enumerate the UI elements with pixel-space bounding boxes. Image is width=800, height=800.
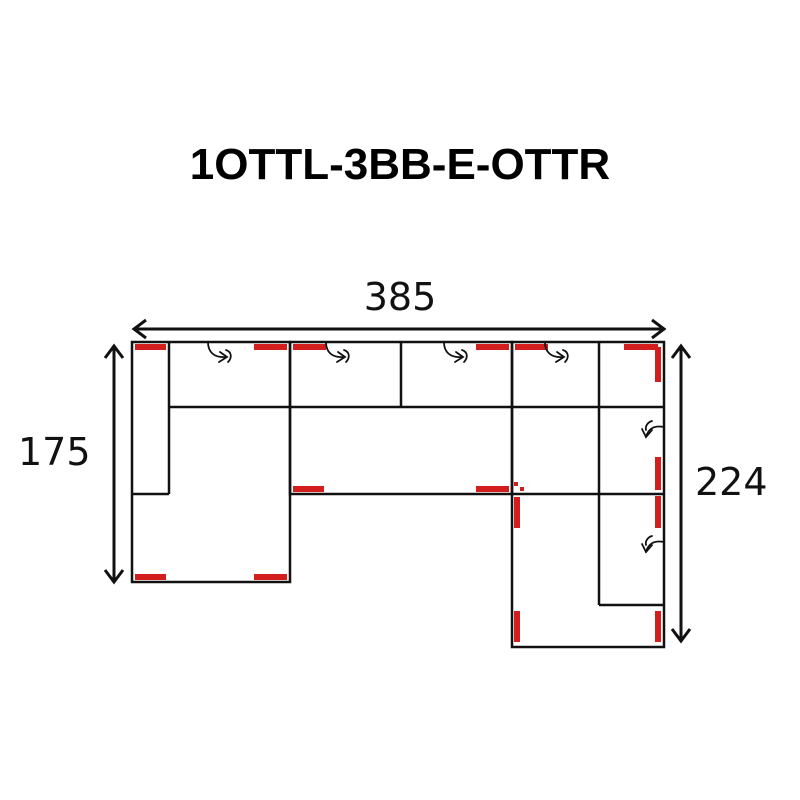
rotation-arrow-icon [641, 420, 665, 439]
sofa-outline [130, 340, 666, 649]
right-depth-label: 224 [695, 460, 768, 504]
rotation-arrow-icon [207, 341, 232, 363]
connection-markers [135, 344, 661, 642]
connector-marker [520, 487, 524, 491]
rotation-arrows [207, 341, 665, 554]
right-depth-arrow-top-head [670, 343, 692, 359]
width-arrow-left-head [131, 318, 147, 340]
left-depth-arrow-bottom-head [103, 569, 125, 585]
overall-width-label: 385 [363, 275, 437, 319]
model-code-title: 1OTTL-3BB-E-OTTR [189, 140, 611, 189]
rotation-arrow-icon [325, 341, 350, 363]
width-arrow-right-head [651, 318, 667, 340]
dimension-arrows [103, 318, 692, 644]
right-depth-arrow-bottom-head [670, 628, 692, 644]
connector-marker [514, 482, 518, 486]
rotation-arrow-icon [443, 341, 468, 363]
left-depth-arrow-top-head [103, 343, 125, 359]
rotation-arrow-icon [544, 341, 569, 363]
rotation-arrow-icon [641, 535, 665, 554]
left-depth-label: 175 [18, 430, 91, 474]
left-ottoman-module [130, 340, 292, 584]
